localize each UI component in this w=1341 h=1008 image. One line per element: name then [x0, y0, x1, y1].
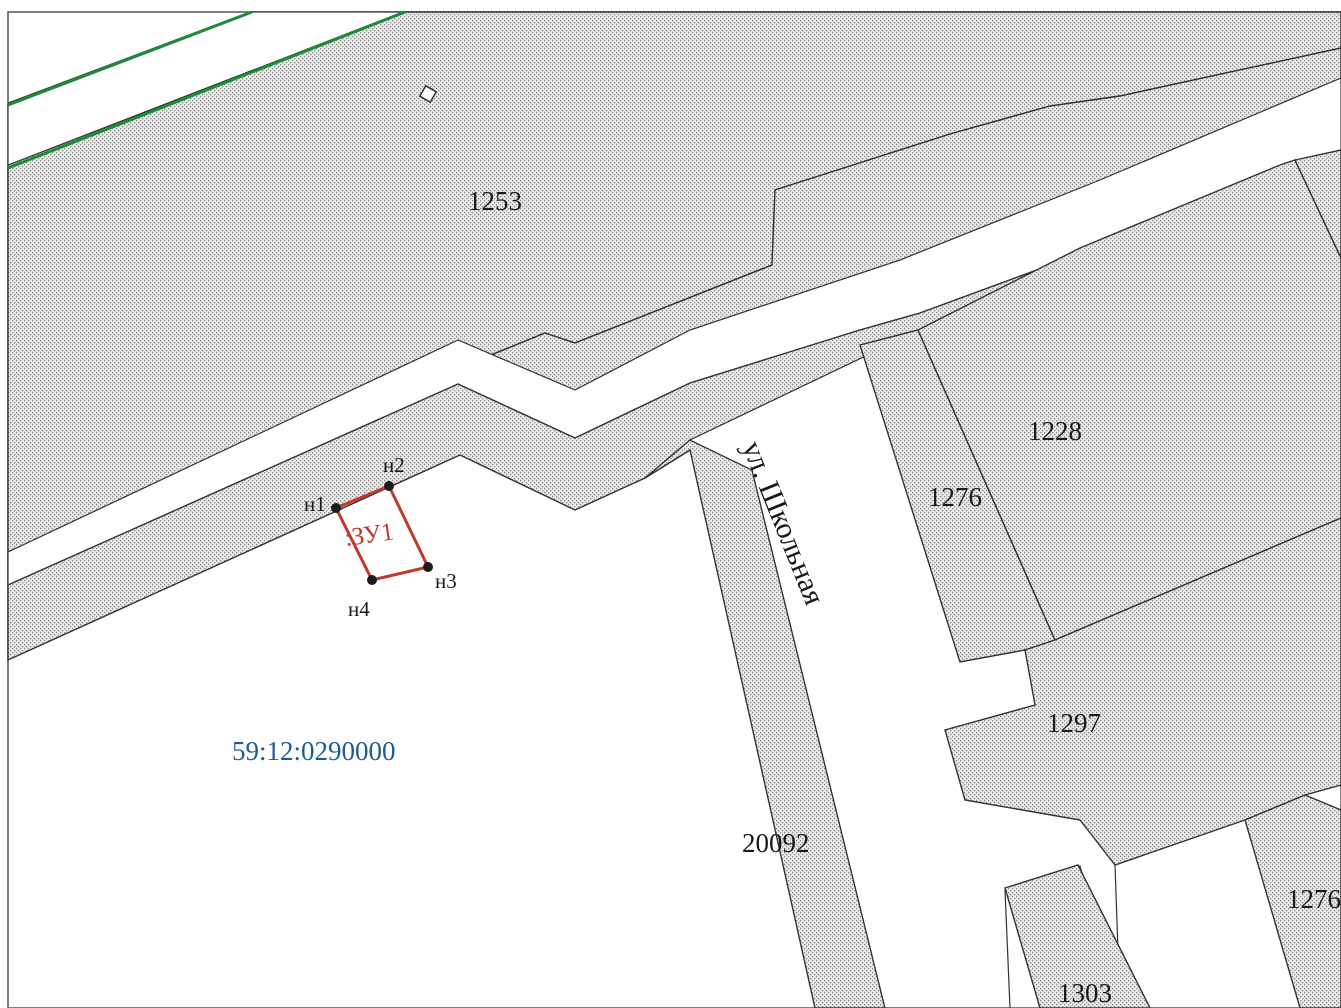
- point-n4-marker[interactable]: [367, 575, 377, 585]
- parcel-1297-area[interactable]: [944, 517, 1341, 866]
- label-parcel-20092: 20092: [742, 828, 810, 858]
- label-parcel-1276-b: 1276: [1287, 884, 1341, 914]
- label-point-n4: н4: [348, 597, 370, 621]
- survey-marker: [418, 84, 438, 104]
- label-parcel-1276-a: 1276: [928, 482, 982, 512]
- label-parcel-1297: 1297: [1047, 708, 1101, 738]
- point-n2-marker[interactable]: [384, 481, 394, 491]
- label-parcel-1253: 1253: [468, 186, 522, 216]
- parcel-1276-b-area[interactable]: [1244, 794, 1341, 1008]
- point-n3-marker[interactable]: [423, 562, 433, 572]
- green-line-2: [7, 10, 406, 170]
- label-parcel-1303: 1303: [1058, 978, 1112, 1008]
- green-line-1: [7, 10, 253, 107]
- label-point-n2: н2: [383, 453, 405, 477]
- label-quarter: 59:12:0290000: [232, 736, 396, 766]
- parcel-1228-east: [1293, 149, 1341, 259]
- parcel-1303-area[interactable]: [1004, 864, 1151, 1008]
- label-point-n3: н3: [435, 569, 457, 593]
- point-n1-marker[interactable]: [331, 503, 341, 513]
- label-point-n1: н1: [304, 492, 326, 516]
- label-parcel-1228: 1228: [1028, 416, 1082, 446]
